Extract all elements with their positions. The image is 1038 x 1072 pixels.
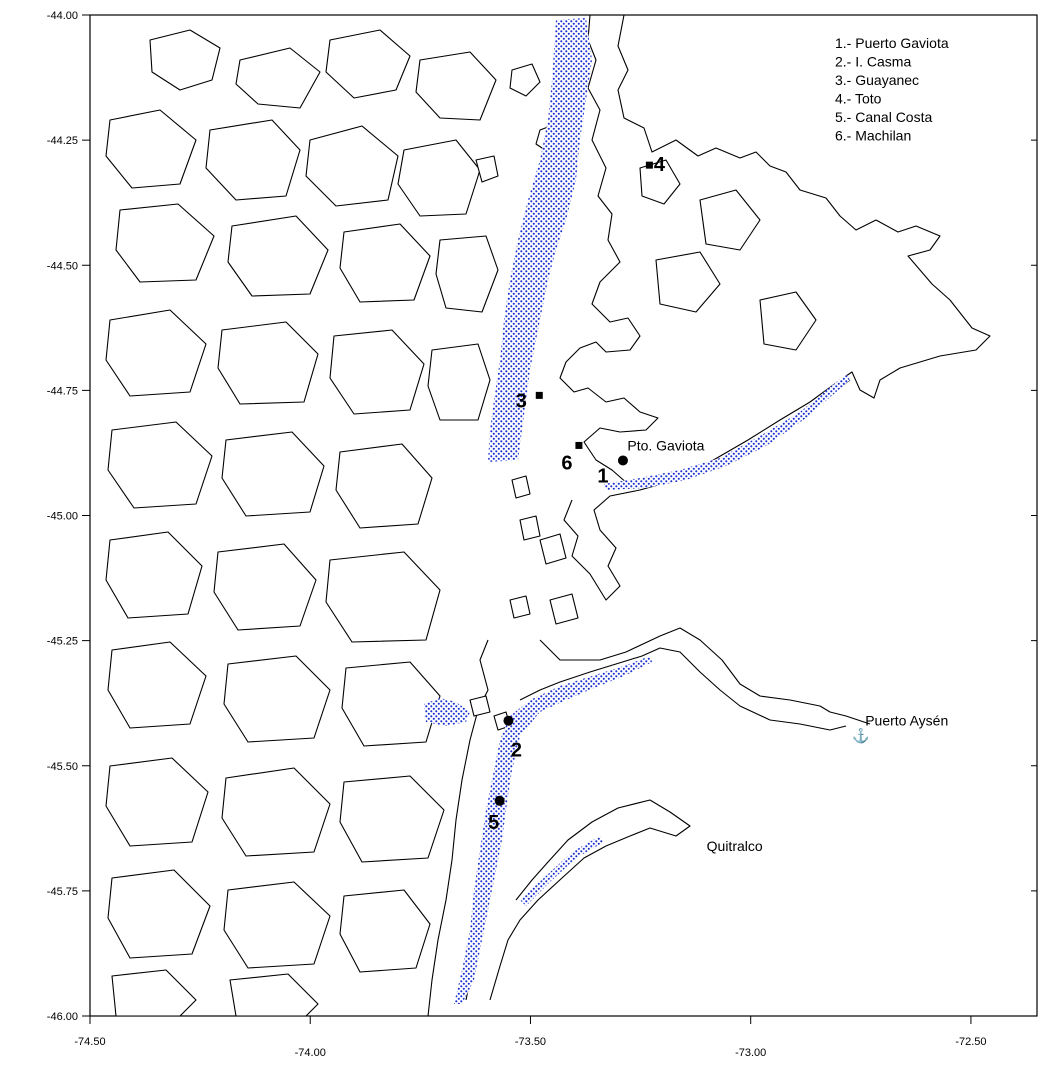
site-marker-2	[503, 715, 514, 726]
quitralco-fjord	[489, 799, 691, 1001]
site-number-4: 4	[654, 154, 666, 176]
site-marker-3	[535, 391, 543, 399]
aysen-fjord-north	[539, 627, 871, 725]
zone-aysen-south	[454, 656, 652, 1004]
site-number-2: 2	[511, 740, 522, 762]
x-tick-label: -73.50	[515, 1036, 546, 1048]
x-tick-label: -74.50	[74, 1036, 105, 1048]
legend-item: 3.- Guayanec	[835, 72, 919, 88]
southern-channel-west	[427, 639, 489, 1016]
y-tick-label: -44.50	[47, 260, 78, 272]
legend: 1.- Puerto Gaviota 2.- I. Casma 3.- Guayan…	[835, 35, 949, 144]
site-marker-4	[645, 161, 653, 169]
y-tick-label: -44.25	[47, 135, 78, 147]
legend-item: 2.- I. Casma	[835, 54, 911, 70]
legend-item: 6.- Machilan	[835, 128, 911, 144]
y-tick-label: -45.75	[47, 886, 78, 898]
western-archipelago	[105, 29, 499, 1016]
site-number-6: 6	[561, 452, 572, 474]
legend-item: 4.- Toto	[835, 91, 882, 107]
zone-moraleda-north	[488, 18, 592, 462]
site-marker-5	[494, 795, 505, 806]
y-tick-label: -44.75	[47, 385, 78, 397]
aysen-fjord-south	[519, 647, 847, 731]
y-tick-label: -45.00	[47, 511, 78, 523]
zone-quitralco	[520, 836, 604, 906]
site-number-1: 1	[597, 465, 608, 487]
sites-layer: 1 2 3 4 5 6	[488, 154, 666, 834]
site-marker-1	[617, 455, 628, 466]
y-tick-label: -45.25	[47, 636, 78, 648]
x-axis: -74.50 -74.00 -73.50 -73.00 -72.50	[74, 1016, 987, 1059]
mainland-coastline	[559, 15, 991, 485]
y-tick-label: -45.50	[47, 761, 78, 773]
site-marker-6	[575, 441, 583, 449]
place-label: Pto. Gaviota	[627, 437, 704, 453]
anchor-icon: ⚓	[852, 728, 869, 745]
zone-casma	[424, 698, 470, 726]
y-tick-label: -46.00	[47, 1011, 78, 1023]
x-tick-label: -72.50	[955, 1036, 986, 1048]
x-tick-label: -73.00	[735, 1047, 766, 1059]
x-tick-label: -74.00	[295, 1047, 326, 1059]
site-number-3: 3	[516, 390, 527, 412]
legend-item: 5.- Canal Costa	[835, 109, 932, 125]
y-axis: -44.00 -44.25 -44.50 -44.75 -45.00 -45.25 -45.…	[47, 10, 1037, 1023]
y-tick-label: -44.00	[47, 10, 78, 22]
site-number-5: 5	[488, 812, 499, 834]
legend-item: 1.- Puerto Gaviota	[835, 35, 949, 51]
place-label: Quitralco	[707, 838, 763, 854]
place-label: Puerto Aysén	[865, 713, 948, 729]
